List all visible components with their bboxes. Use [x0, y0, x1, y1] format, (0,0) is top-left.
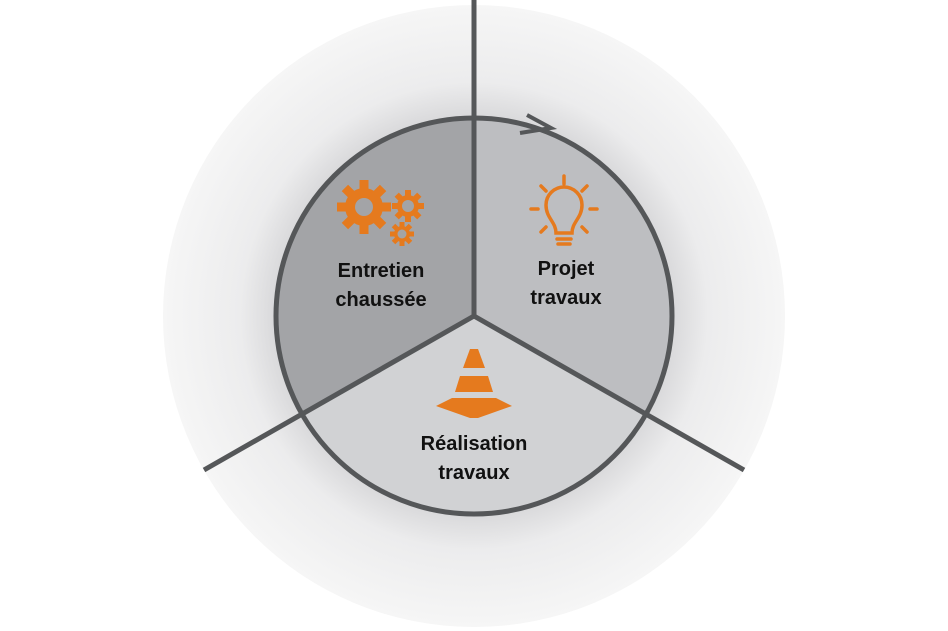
gears-icon: [337, 180, 424, 246]
sector-entretien: [275, 118, 474, 415]
traffic-cone-icon: [436, 349, 512, 418]
divider-lines: [202, 0, 746, 517]
sector-label-entretien-line2: chaussée: [335, 289, 426, 311]
sector-projet: [474, 117, 673, 415]
inner-circle-outline: [273, 115, 675, 517]
lightbulb-icon: [529, 174, 599, 246]
sector-label-projet-line1: Projet: [538, 258, 595, 280]
cycle-arrow-icon: [519, 113, 558, 135]
sector-label-entretien-line1: Entretien: [338, 260, 425, 282]
sector-label-realisation-line1: Réalisation: [421, 433, 528, 455]
sector-label-realisation-line2: travaux: [438, 462, 509, 484]
sector-label-projet-line2: travaux: [530, 287, 601, 309]
